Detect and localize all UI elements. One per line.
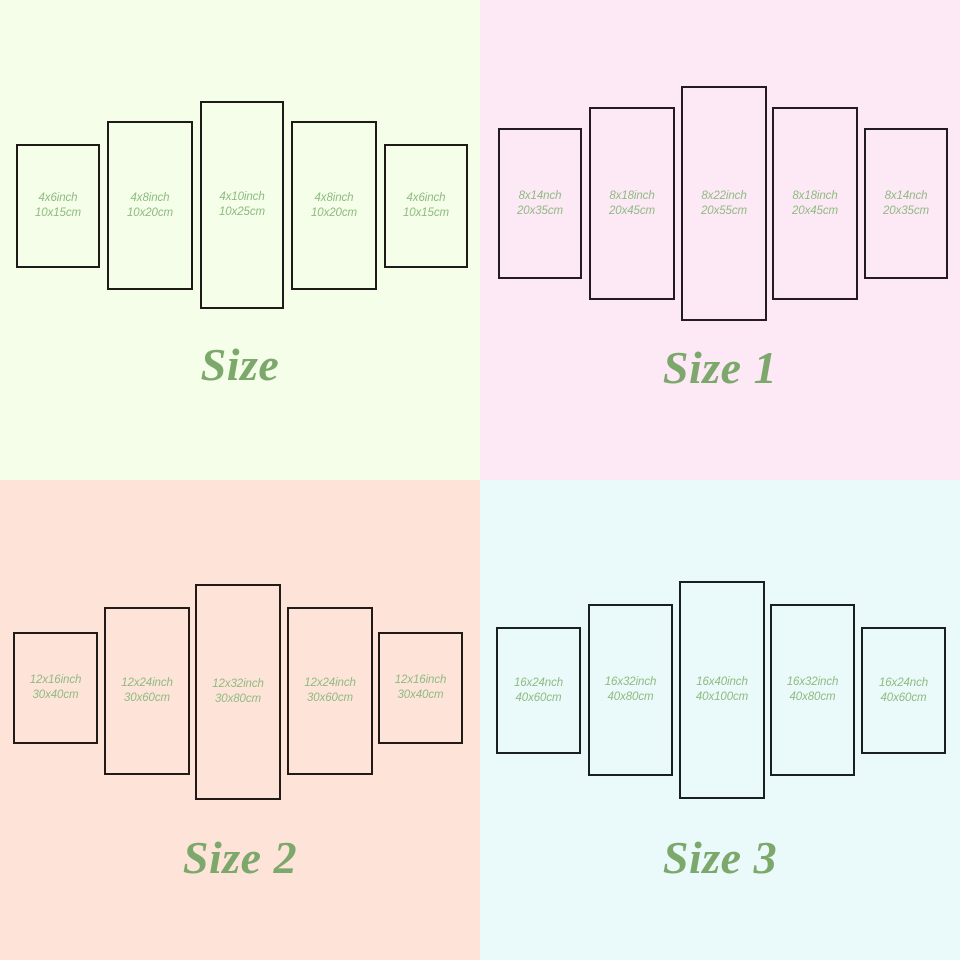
panel-title: Size 2 — [182, 832, 298, 883]
panel-title: Size — [200, 339, 280, 390]
panel-title: Size 3 — [662, 832, 778, 883]
panel-title: Size 1 — [662, 342, 778, 393]
